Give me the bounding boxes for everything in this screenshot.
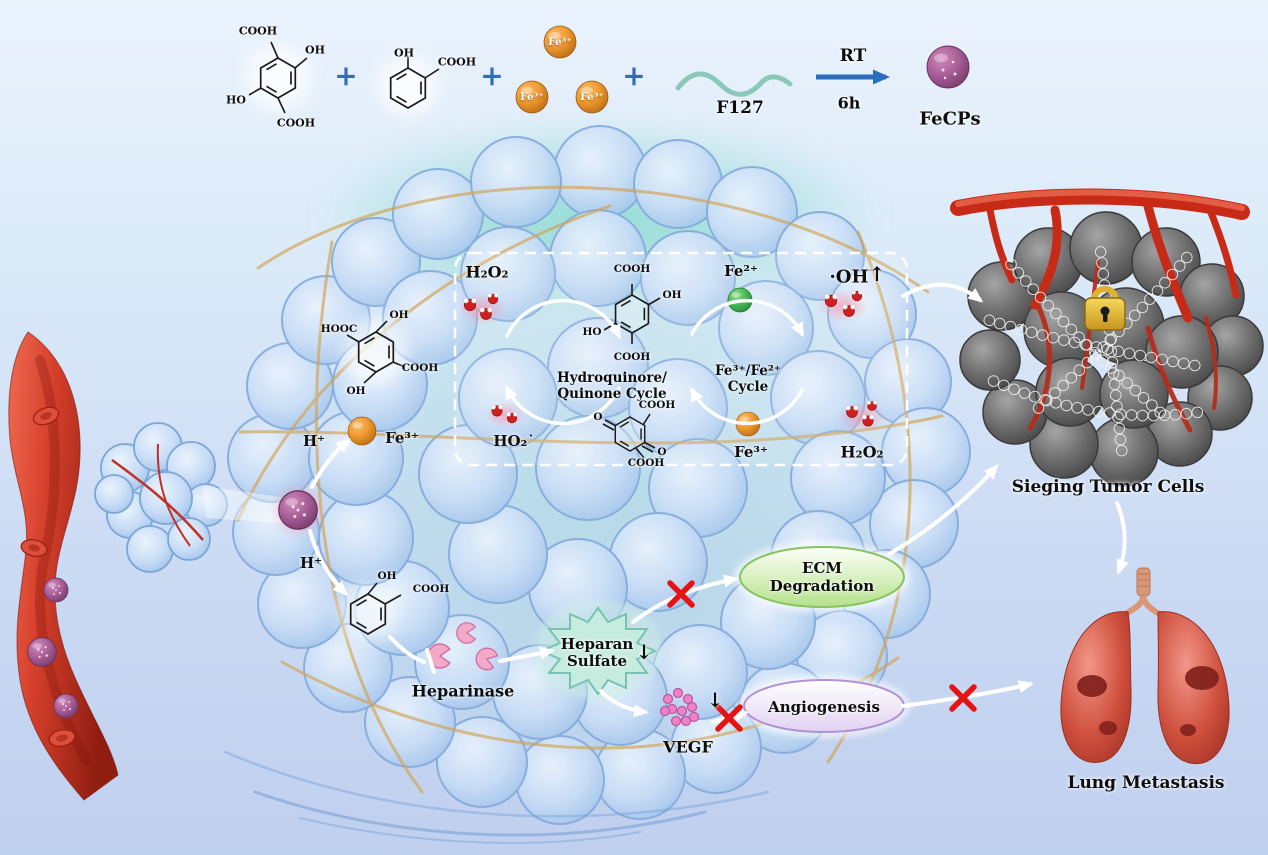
- h2o2-left-label: H₂O₂: [465, 262, 509, 282]
- heparinase-label: Heparinase: [411, 681, 515, 701]
- fecps-product-sphere: [926, 45, 970, 89]
- arrow-hplus-down: [308, 529, 348, 596]
- bottom-fibers: [223, 750, 770, 844]
- product-label: FeCPs: [919, 108, 981, 130]
- fe3-sphere-label: Fe³⁺: [520, 91, 544, 103]
- hq-oh-right-label: OH: [662, 289, 682, 301]
- hq-cycle-label-2: Quinone Cycle: [557, 386, 667, 402]
- inhibit-bar: [425, 648, 436, 674]
- hq-cooh-top-label: COOH: [613, 263, 651, 275]
- hq-ho-left-label: HO: [582, 326, 602, 338]
- lungs: [1060, 567, 1230, 765]
- hq-cooh-bottom-label: COOH: [613, 351, 651, 363]
- h-plus-top-label: H⁺: [302, 432, 326, 450]
- arrow-tumor-to-lungs: [1115, 501, 1129, 575]
- arrow-oh-to-tumor: [901, 282, 984, 303]
- rel-oh-top-label: OH: [389, 309, 409, 321]
- metastasis-spot: [1180, 724, 1196, 736]
- oh-up-arrow: ↑: [868, 262, 886, 286]
- syn-dhta-cooh-top-label: COOH: [238, 24, 278, 38]
- condition-bottom-label: 6h: [837, 93, 861, 113]
- oh-radical-label: ·OH: [829, 266, 869, 288]
- plus-sign-1: +: [334, 59, 358, 93]
- fe3-sphere-label: Fe³⁺: [548, 36, 572, 48]
- ecm-degradation-badge: [739, 546, 905, 608]
- condition-top-label: RT: [839, 46, 867, 66]
- plus-sign-3: +: [622, 59, 646, 93]
- fe3-box-label: Fe³⁺: [734, 443, 768, 461]
- heparan-down-arrow: ↓: [635, 640, 653, 664]
- quinone-structure: [602, 413, 656, 459]
- syn-dhta-oh-right-label: OH: [305, 43, 325, 57]
- q-cooh-bottom-label: COOH: [627, 457, 665, 469]
- synthesis-dhta-structure: [248, 41, 308, 114]
- rel-fe3-label: Fe³⁺: [385, 429, 419, 447]
- ho2-radical-label: HO₂˙: [493, 432, 535, 450]
- syn-sal-oh-label: OH: [394, 46, 414, 60]
- hq-cycle-label-1: Hydroquinore/: [557, 370, 667, 386]
- zoom-cone: [203, 486, 281, 523]
- vegf-down-arrow: ↓: [706, 688, 724, 712]
- fe3-sphere-label: Fe³⁺: [580, 91, 604, 103]
- heparan-label-1: Heparan: [560, 635, 634, 653]
- flow-arrows: [308, 282, 1129, 724]
- q-o-left-label: O: [593, 411, 603, 423]
- rel-sal-cooh-label: COOH: [412, 583, 450, 595]
- h2o2-molecules-left: [458, 292, 506, 325]
- q-o-right-label: O: [657, 446, 667, 458]
- fenton-cycle-box: [453, 251, 909, 467]
- syn-dhta-cooh-bottom-label: COOH: [276, 116, 316, 130]
- rel-hooc-label: HOOC: [320, 323, 358, 335]
- syn-sal-cooh-label: COOH: [437, 55, 477, 69]
- rel-cooh-right-label: COOH: [401, 362, 439, 374]
- h2o2-right-label: H₂O₂: [840, 442, 884, 462]
- lung-metastasis-label: Lung Metastasis: [1067, 773, 1225, 793]
- metastasis-spot: [1099, 721, 1117, 735]
- rel-oh-bottom-label: OH: [346, 385, 366, 397]
- heparan-label-2: Sulfate: [566, 652, 628, 670]
- arrow-ecm-to-tumor: [887, 464, 999, 556]
- fecp-in-vessel: [53, 693, 79, 719]
- cycle-arrows: [505, 298, 804, 426]
- h2o2-molecules-right: [838, 400, 886, 432]
- q-cooh-top-label: COOH: [638, 399, 676, 411]
- metastasis-spot: [1185, 666, 1219, 690]
- rel-sal-oh-label: OH: [377, 570, 397, 582]
- arrow-inhibit-heparinase: [388, 635, 426, 664]
- ecm-label-2: Degradation: [769, 577, 875, 595]
- released-salicylic-structure: [349, 582, 402, 635]
- metastasis-spot: [1077, 675, 1107, 697]
- oh-radical-molecules: [817, 289, 869, 322]
- arrow-hplus-up: [310, 438, 352, 489]
- released-fe3-sphere: [347, 416, 377, 446]
- padlock-icon: [1084, 286, 1126, 331]
- arrow-to-vegf: [599, 689, 649, 718]
- f127-polymer-line: [675, 71, 793, 97]
- vegf-label: VEGF: [663, 737, 713, 757]
- fecp-in-vessel: [43, 577, 69, 603]
- fecp-nanoparticle: [277, 489, 319, 531]
- angiogenesis-label: Angiogenesis: [768, 698, 880, 716]
- fe2-label: Fe²⁺: [724, 262, 758, 280]
- fecp-in-vessel: [26, 636, 58, 668]
- sieging-tumor-cells-label: Sieging Tumor Cells: [1011, 477, 1205, 497]
- fe-cycle-label-1: Fe³⁺/Fe²⁺: [715, 363, 781, 379]
- vegf-cluster: [659, 687, 700, 727]
- released-dhta-structure: [346, 320, 406, 384]
- plus-sign-2: +: [480, 59, 504, 93]
- ho2-molecules: [485, 402, 525, 428]
- arrow-to-heparan: [498, 646, 555, 663]
- synthesis-salicylic-structure: [389, 57, 440, 109]
- blood-vessel: [8, 331, 119, 801]
- syn-dhta-ho-left-label: HO: [226, 93, 246, 107]
- small-tumor: [94, 422, 228, 573]
- feeding-vessel: [950, 188, 1250, 323]
- trachea: [1136, 567, 1151, 597]
- h-plus-bottom-label: H⁺: [299, 554, 323, 572]
- ecm-label-1: ECM: [802, 559, 842, 577]
- polymer-label: F127: [716, 98, 764, 118]
- fe-cycle-label-2: Cycle: [727, 379, 769, 395]
